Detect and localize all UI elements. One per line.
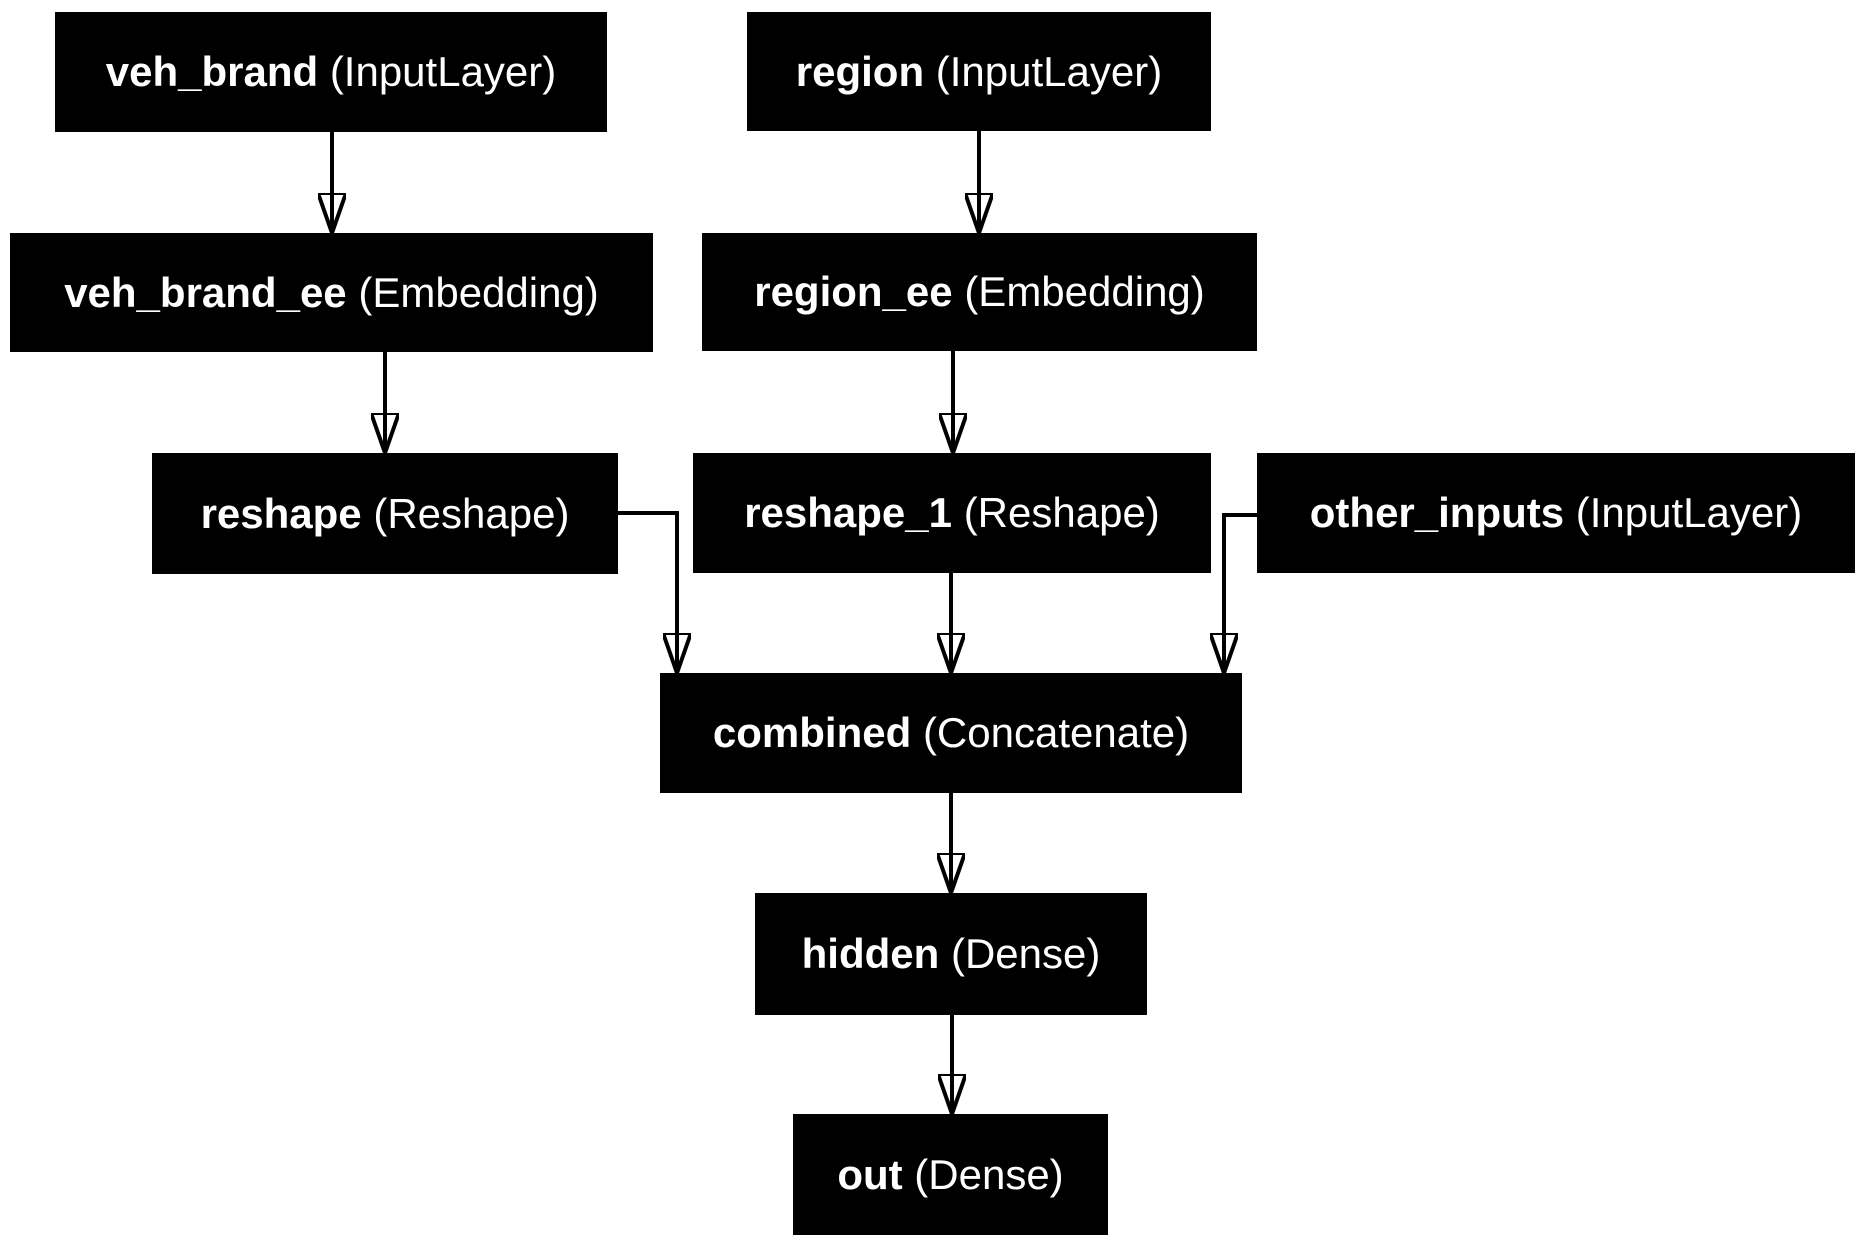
layer-type: (Embedding) bbox=[358, 268, 599, 316]
node-hidden: hidden (Dense) bbox=[755, 893, 1147, 1015]
node-veh-brand-ee: veh_brand_ee (Embedding) bbox=[10, 233, 653, 352]
layer-name: region bbox=[795, 47, 925, 95]
node-region-ee: region_ee (Embedding) bbox=[702, 233, 1257, 351]
layer-name: veh_brand bbox=[105, 48, 319, 95]
layer-type: (Concatenate) bbox=[922, 709, 1190, 756]
layer-type: (InputLayer) bbox=[1575, 489, 1803, 536]
layer-name: veh_brand_ee bbox=[64, 268, 347, 316]
node-out: out (Dense) bbox=[793, 1114, 1108, 1235]
node-veh-brand: veh_brand (InputLayer) bbox=[55, 12, 607, 132]
node-other-inputs: other_inputs (InputLayer) bbox=[1257, 453, 1855, 573]
layer-type: (Reshape) bbox=[373, 489, 570, 537]
layer-name: other_inputs bbox=[1309, 489, 1565, 536]
layer-name: out bbox=[837, 1150, 903, 1198]
layer-name: region_ee bbox=[754, 268, 953, 315]
node-region: region (InputLayer) bbox=[747, 12, 1211, 131]
layer-type: (InputLayer) bbox=[329, 48, 557, 95]
layer-name: reshape_1 bbox=[744, 489, 953, 536]
layer-type: (Embedding) bbox=[964, 268, 1205, 315]
layer-name: reshape bbox=[200, 489, 362, 537]
layer-type: (Dense) bbox=[950, 930, 1101, 977]
edge-reshape-to-combined bbox=[618, 511, 677, 673]
layer-type: (InputLayer) bbox=[935, 47, 1163, 95]
edge-other-inputs-to-combined bbox=[1224, 513, 1257, 673]
node-reshape-1: reshape_1 (Reshape) bbox=[693, 453, 1211, 573]
layer-name: hidden bbox=[801, 930, 940, 977]
node-reshape: reshape (Reshape) bbox=[152, 453, 618, 574]
node-combined: combined (Concatenate) bbox=[660, 673, 1242, 793]
layer-type: (Dense) bbox=[914, 1150, 1064, 1198]
layer-name: combined bbox=[712, 709, 912, 756]
layer-type: (Reshape) bbox=[963, 489, 1160, 536]
